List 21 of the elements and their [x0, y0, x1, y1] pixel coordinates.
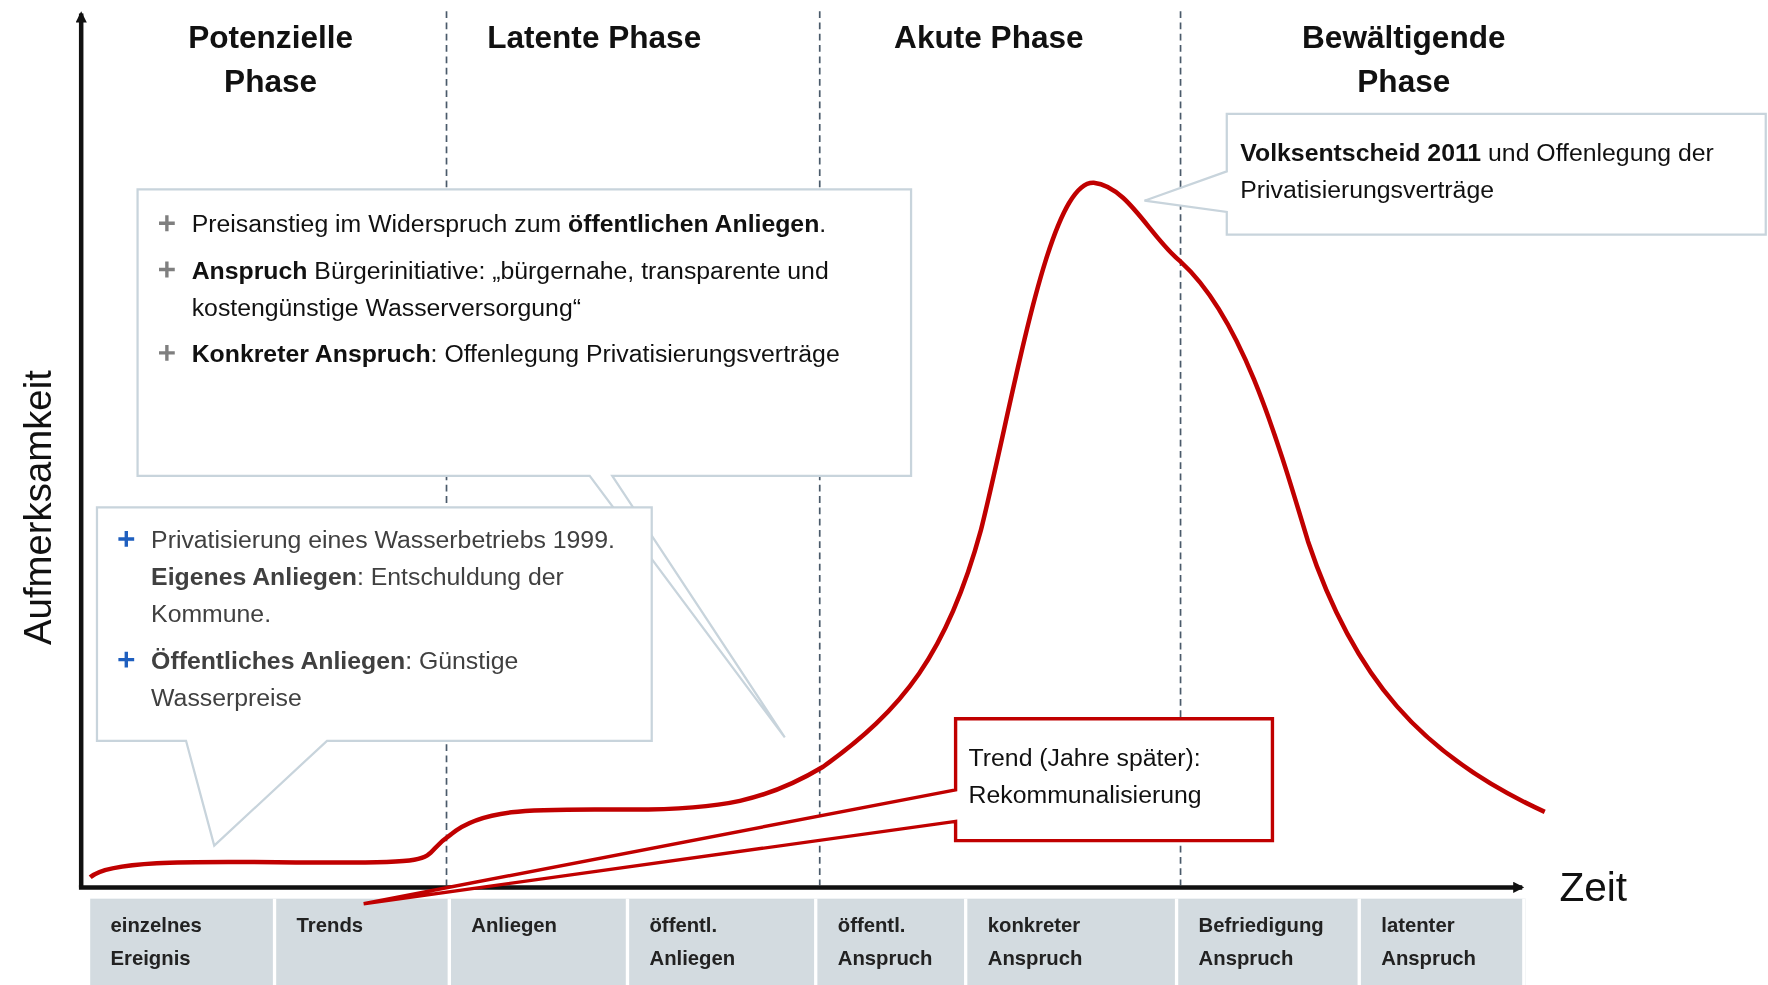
callout-bubble	[1142, 111, 1768, 237]
phase-heading: Akute Phase	[893, 19, 1085, 58]
callout-text: Volksentscheid 2011 und Offenlegung der Privatisierungsverträge	[1240, 138, 1714, 205]
stage-cell: Trends	[276, 898, 451, 985]
callout-bubble	[94, 505, 654, 848]
stage-cell: Befriedigung Anspruch	[1178, 898, 1361, 985]
callout-text: Anspruch Bürgerinitiative: „bürgernahe, transparente und kostengünstige Wasserversorgung“	[191, 255, 829, 322]
phase-heading: Latente Phase	[486, 19, 703, 58]
stage-cell: latenter Anspruch	[1360, 898, 1526, 985]
phase-heading: Bewältigende Phase	[1301, 19, 1507, 102]
axis-title: Aufmerksamkeit	[15, 370, 60, 645]
callout-text: Konkreter Anspruch: Offenlegung Privatisierungsverträge	[191, 339, 840, 368]
callout-text: Preisanstieg im Widerspruch zum öffentlichen Anliegen.	[191, 209, 827, 238]
phase-heading: Potenzielle Phase	[187, 19, 355, 102]
callout-text: Trend (Jahre später): Rekommunalisierung	[968, 743, 1202, 809]
stage-cell: öffentl. Anliegen	[629, 898, 818, 985]
axis-title: Zeit	[1559, 863, 1628, 912]
callout-text: Privatisierung eines Wasserbetriebs 1999. Eigenes Anliegen: Entschuldung der Kommune.	[151, 525, 615, 629]
callout-bubble	[135, 187, 914, 740]
callout-text: Öffentliches Anliegen: Günstige Wasserpreise	[151, 646, 519, 712]
callout-bubble	[360, 715, 1275, 906]
